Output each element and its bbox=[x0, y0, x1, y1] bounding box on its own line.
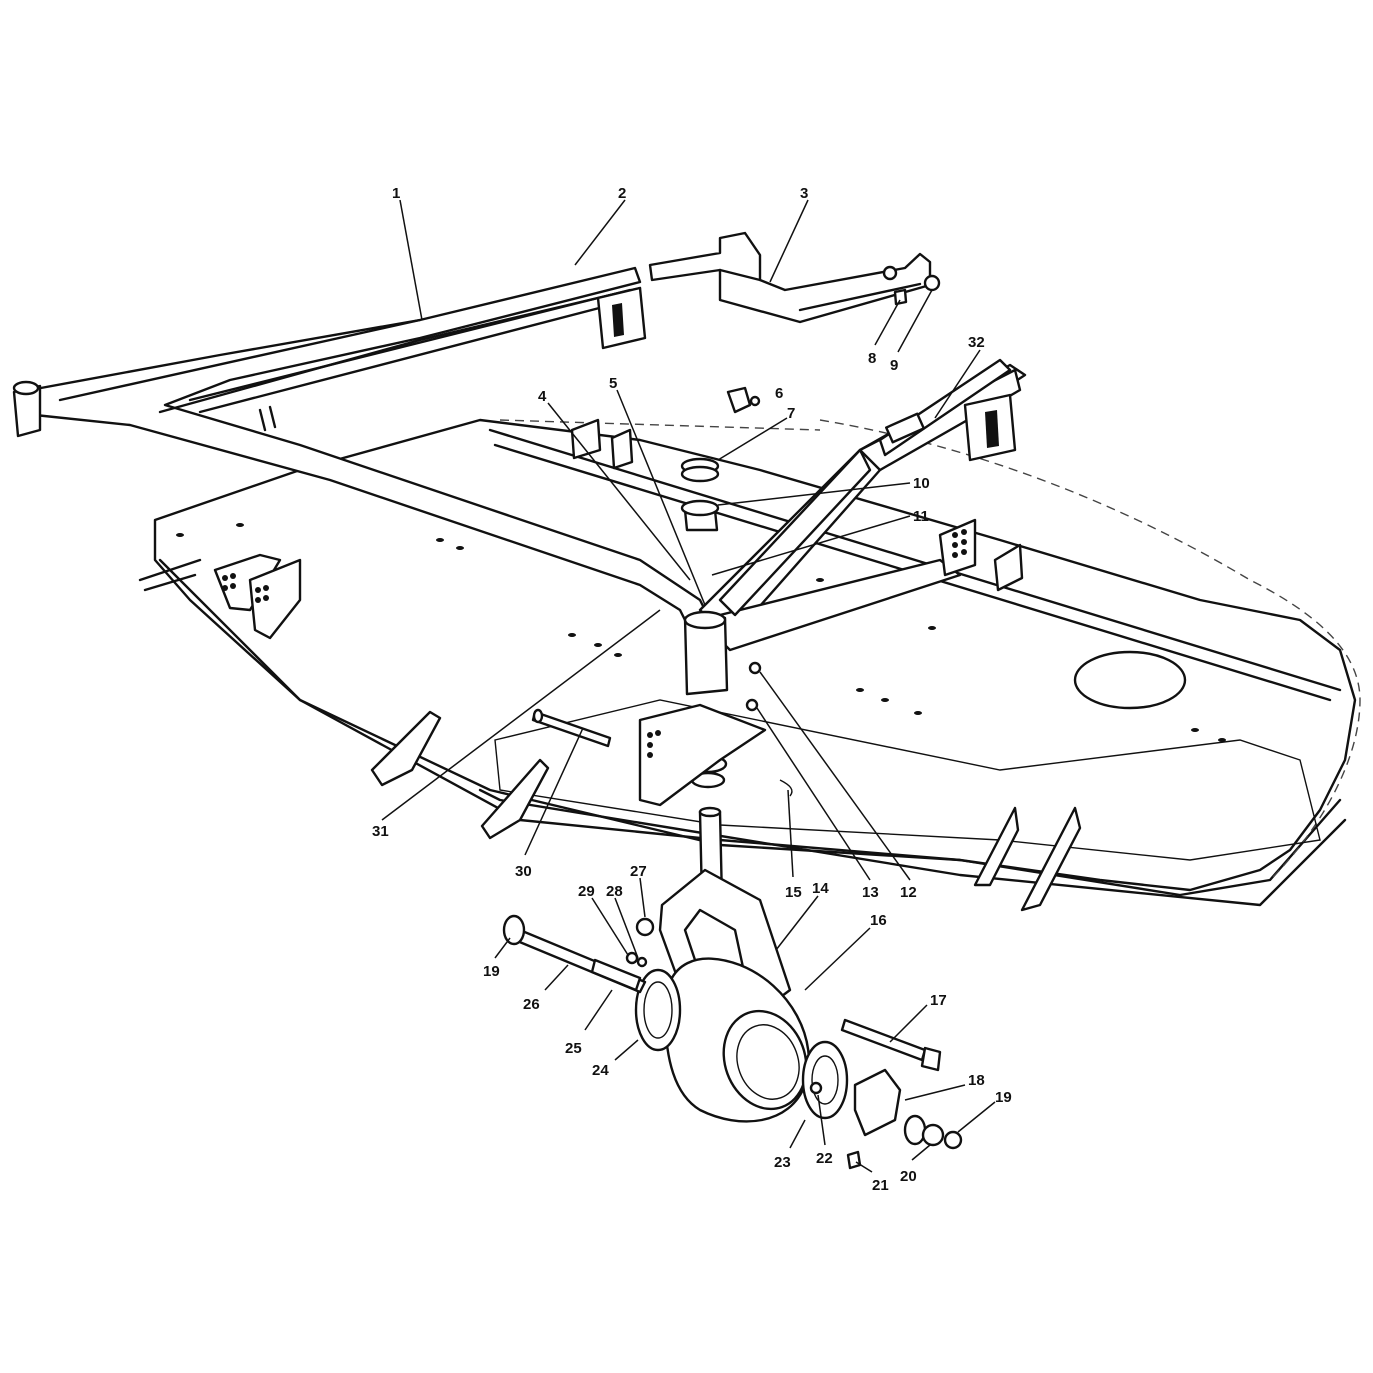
svg-text:29: 29 bbox=[578, 883, 595, 900]
callout-9: 9 bbox=[890, 289, 933, 374]
callout-31: 31 bbox=[372, 609, 661, 840]
hitch-frame bbox=[12, 266, 722, 652]
callout-19a: 19 bbox=[483, 937, 511, 980]
svg-text:23: 23 bbox=[774, 1154, 791, 1171]
callout-3: 3 bbox=[769, 185, 809, 283]
callout-20: 20 bbox=[900, 1144, 931, 1185]
callout-25: 25 bbox=[565, 989, 613, 1057]
callout-4: 4 bbox=[538, 388, 691, 581]
callout-8: 8 bbox=[868, 299, 901, 367]
callout-18: 18 bbox=[904, 1072, 985, 1101]
svg-text:9: 9 bbox=[890, 357, 898, 374]
svg-text:14: 14 bbox=[812, 880, 829, 897]
callout-12: 12 bbox=[759, 671, 917, 901]
svg-text:30: 30 bbox=[515, 863, 532, 880]
callout-7: 7 bbox=[717, 405, 795, 461]
callout-30: 30 bbox=[515, 727, 584, 880]
callout-27: 27 bbox=[630, 863, 647, 918]
callout-29: 29 bbox=[578, 883, 629, 956]
caster-wheel-assembly bbox=[502, 868, 963, 1170]
svg-text:22: 22 bbox=[816, 1150, 833, 1167]
arm-assembly bbox=[648, 231, 941, 324]
svg-text:21: 21 bbox=[872, 1177, 889, 1194]
svg-text:5: 5 bbox=[609, 375, 617, 392]
svg-text:28: 28 bbox=[606, 883, 623, 900]
svg-text:31: 31 bbox=[372, 823, 389, 840]
svg-text:27: 27 bbox=[630, 863, 647, 880]
mower-deck bbox=[138, 418, 1361, 912]
svg-text:19: 19 bbox=[995, 1089, 1012, 1106]
svg-text:8: 8 bbox=[868, 350, 876, 367]
svg-text:24: 24 bbox=[592, 1062, 609, 1079]
svg-text:19: 19 bbox=[483, 963, 500, 980]
callout-15: 15 bbox=[785, 789, 802, 901]
callout-24: 24 bbox=[592, 1039, 639, 1079]
svg-text:15: 15 bbox=[785, 884, 802, 901]
callout-28: 28 bbox=[606, 883, 639, 959]
callout-2: 2 bbox=[574, 185, 626, 266]
svg-text:6: 6 bbox=[775, 385, 783, 402]
svg-text:1: 1 bbox=[392, 185, 400, 202]
svg-text:26: 26 bbox=[523, 996, 540, 1013]
callout-11: 11 bbox=[711, 508, 929, 576]
svg-text:2: 2 bbox=[618, 185, 626, 202]
callout-1: 1 bbox=[392, 185, 423, 321]
svg-text:16: 16 bbox=[870, 912, 887, 929]
svg-text:3: 3 bbox=[800, 185, 808, 202]
callout-6: 6 bbox=[775, 385, 783, 402]
svg-text:18: 18 bbox=[968, 1072, 985, 1089]
callout-21: 21 bbox=[855, 1161, 889, 1194]
svg-text:12: 12 bbox=[900, 884, 917, 901]
callout-19b: 19 bbox=[957, 1089, 1012, 1133]
callout-22: 22 bbox=[816, 1094, 833, 1167]
callout-10: 10 bbox=[717, 475, 930, 506]
svg-text:4: 4 bbox=[538, 388, 547, 405]
svg-text:20: 20 bbox=[900, 1168, 917, 1185]
callout-32: 32 bbox=[934, 334, 985, 419]
callout-17: 17 bbox=[889, 992, 947, 1043]
svg-text:13: 13 bbox=[862, 884, 879, 901]
callout-26: 26 bbox=[523, 964, 569, 1013]
callout-13: 13 bbox=[756, 707, 879, 901]
svg-text:17: 17 bbox=[930, 992, 947, 1009]
callout-14: 14 bbox=[775, 880, 829, 951]
svg-text:25: 25 bbox=[565, 1040, 582, 1057]
pivot-assembly bbox=[531, 386, 793, 902]
callout-5: 5 bbox=[609, 375, 706, 606]
svg-text:10: 10 bbox=[913, 475, 930, 492]
callout-16: 16 bbox=[804, 912, 887, 991]
svg-text:11: 11 bbox=[913, 508, 929, 525]
svg-text:32: 32 bbox=[968, 334, 985, 351]
callouts: 1 2 3 4 5 6 7 8 9 10 11 12 13 14 15 16 1… bbox=[372, 185, 1012, 1194]
callout-23: 23 bbox=[774, 1119, 806, 1171]
svg-text:7: 7 bbox=[787, 405, 795, 422]
